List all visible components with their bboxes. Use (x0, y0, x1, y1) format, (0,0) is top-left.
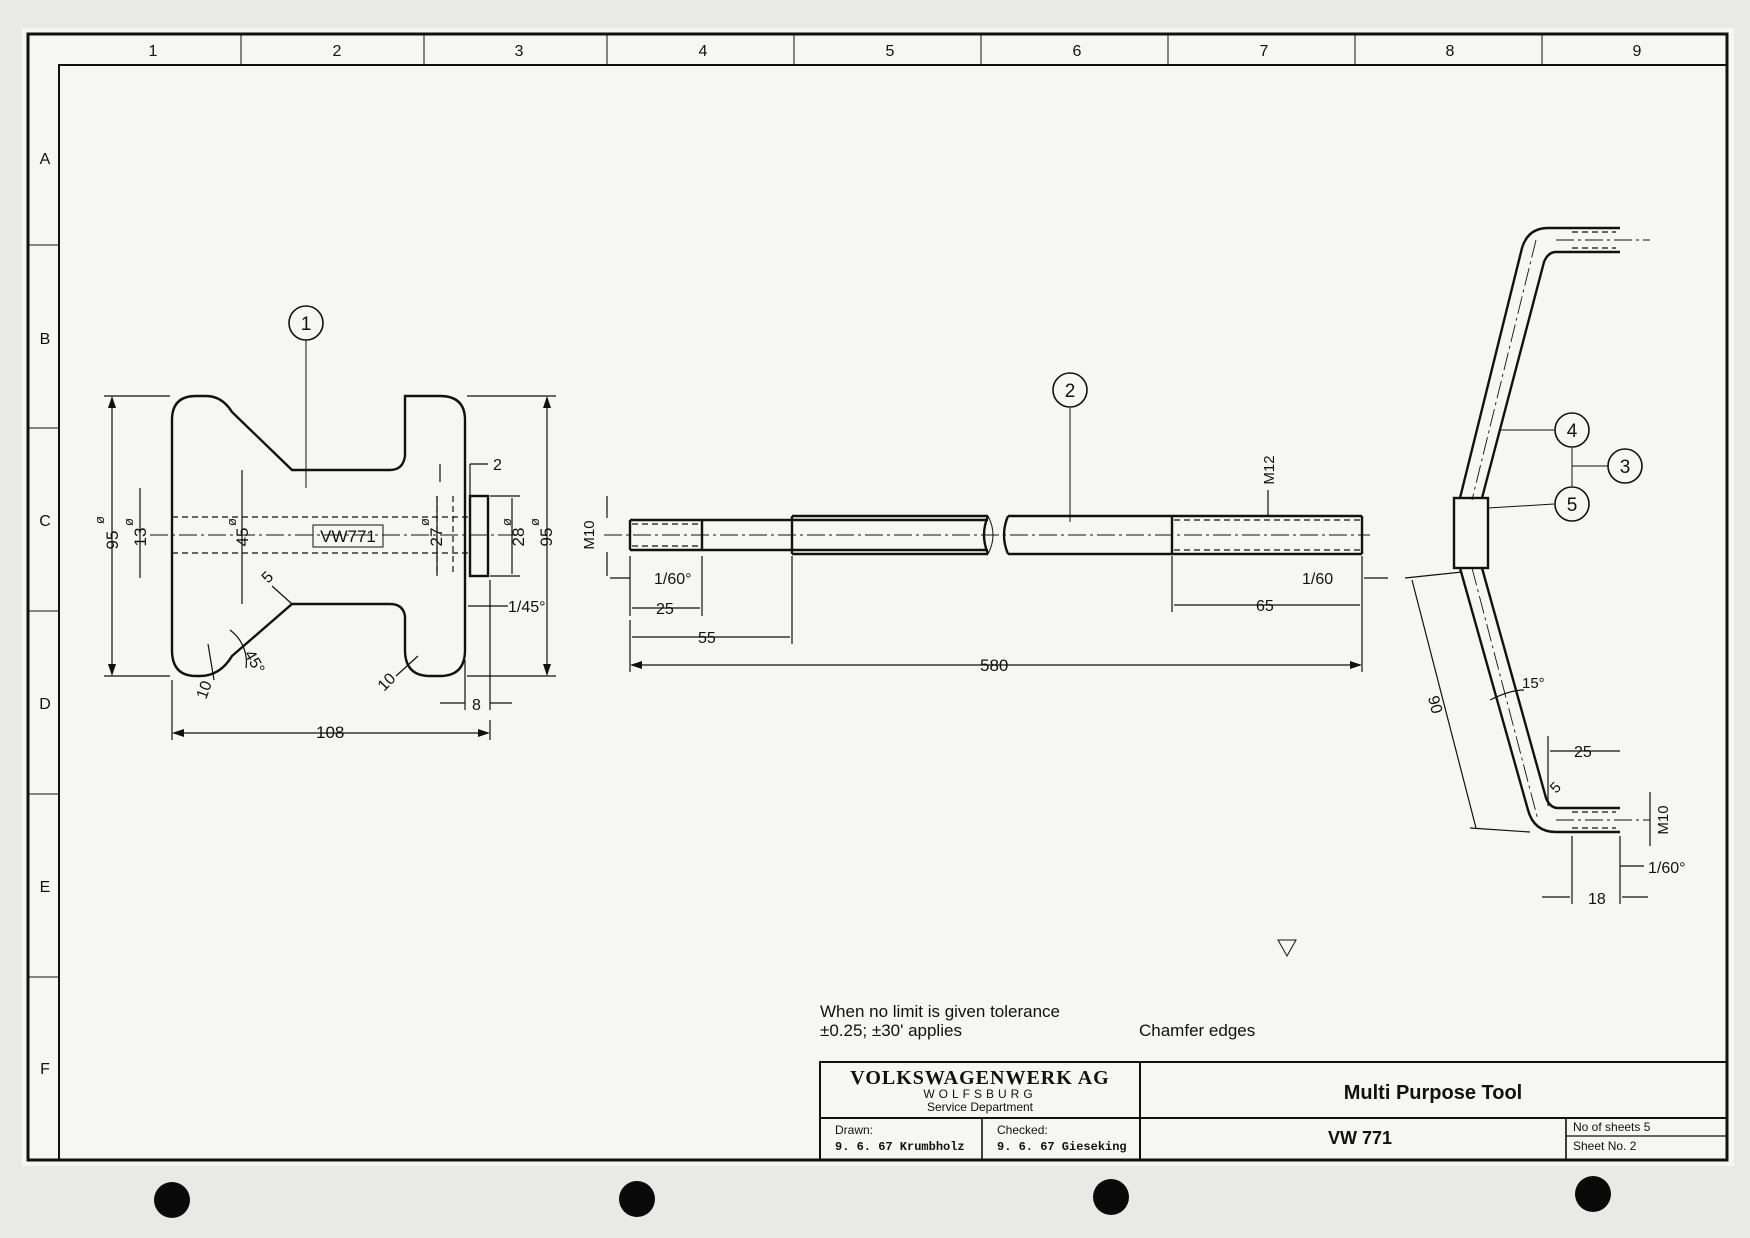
balloon-5: 5 (1554, 486, 1590, 522)
svg-text:2: 2 (1065, 381, 1076, 402)
surface-finish-symbol (1277, 939, 1297, 958)
part-2-threaded-rod: M10 M12 1/60° 25 55 580 65 1/60 (581, 408, 1388, 675)
dim-2: 2 (493, 457, 502, 474)
dim-27: 27 (427, 528, 446, 547)
balloon-3: 3 (1607, 448, 1643, 484)
punch-holes (154, 1176, 1611, 1218)
column-label: 6 (1073, 43, 1082, 60)
tolerance-note-line-1: When no limit is given tolerance (820, 1002, 1060, 1021)
dim-chamfer-right: 1/60 (1302, 571, 1333, 588)
column-ruler (240, 34, 1543, 65)
dim-55: 55 (698, 630, 716, 647)
dim-angle-15: 15° (1522, 675, 1545, 692)
dim-580: 580 (980, 656, 1008, 675)
svg-text:1: 1 (301, 314, 312, 335)
row-label: B (40, 331, 51, 348)
column-label: 1 (149, 43, 158, 60)
row-label: C (39, 513, 51, 530)
dim-25-bent: 25 (1574, 744, 1592, 761)
diameter-symbol: ø (527, 518, 542, 526)
punch-hole (619, 1181, 655, 1217)
svg-text:3: 3 (1620, 457, 1631, 478)
dim-95-right: 95 (537, 528, 556, 547)
row-ruler (28, 244, 59, 978)
number-of-sheets: No of sheets 5 (1573, 1120, 1651, 1134)
balloon-1: 1 (288, 305, 324, 341)
chamfer-note: Chamfer edges (1139, 1021, 1255, 1040)
dim-65: 65 (1256, 598, 1274, 615)
dim-chamfer-bent: 1/60° (1648, 860, 1686, 877)
dim-95-left: 95 (103, 531, 122, 550)
title-block: VOLKSWAGENWERK AG WOLFSBURG Service Depa… (819, 1061, 1728, 1161)
diameter-symbol: ø (121, 518, 136, 526)
column-label: 7 (1260, 43, 1269, 60)
part-3-bent-rod: 90 15° 25 5 M10 1/60° 18 (1404, 226, 1686, 908)
balloon-4: 4 (1554, 412, 1590, 448)
dim-28: 28 (509, 528, 528, 547)
punch-hole (154, 1182, 190, 1218)
dim-8: 8 (472, 697, 481, 714)
column-label: 8 (1446, 43, 1455, 60)
company-department: Service Department (927, 1100, 1034, 1114)
checked-value: 9. 6. 67 Gieseking (997, 1140, 1127, 1154)
checked-label: Checked: (997, 1123, 1048, 1137)
drawn-value: 9. 6. 67 Krumbholz (835, 1140, 965, 1154)
column-label: 3 (515, 43, 524, 60)
part-label-box (312, 524, 384, 548)
drawing-title: Multi Purpose Tool (1344, 1082, 1523, 1104)
dim-45: 45 (233, 528, 252, 547)
dim-18: 18 (1588, 891, 1606, 908)
dim-90: 90 (1424, 694, 1445, 716)
part-label: VW771 (320, 527, 376, 546)
column-label: 2 (333, 43, 342, 60)
row-label: E (40, 879, 51, 896)
dim-thread-m10-bent: M10 (1655, 805, 1672, 834)
dim-chamfer-1-45: 1/45° (508, 599, 546, 616)
drawing-number: VW 771 (1328, 1128, 1392, 1148)
row-label: A (40, 151, 51, 168)
dim-25: 25 (656, 601, 674, 618)
company-city: WOLFSBURG (923, 1087, 1036, 1101)
diameter-symbol: ø (92, 516, 107, 524)
dim-chamfer-left: 1/60° (654, 571, 692, 588)
row-label: D (39, 696, 51, 713)
sheet-number: Sheet No. 2 (1573, 1139, 1637, 1153)
column-label: 9 (1633, 43, 1642, 60)
punch-hole (1093, 1179, 1129, 1215)
balloon-2: 2 (1052, 372, 1088, 408)
row-label: F (40, 1061, 50, 1078)
tolerance-note-line-2: ±0.25; ±30' applies (820, 1021, 962, 1040)
column-label: 5 (886, 43, 895, 60)
dim-108: 108 (316, 723, 344, 742)
dim-13: 13 (131, 528, 150, 547)
svg-text:5: 5 (1567, 495, 1578, 516)
diameter-symbol: ø (417, 518, 432, 526)
dim-radius-10-left: 10 (194, 679, 216, 702)
drawn-label: Drawn: (835, 1123, 873, 1137)
diameter-symbol: ø (224, 518, 239, 526)
dim-thread-m12: M12 (1261, 455, 1278, 484)
punch-hole (1575, 1176, 1611, 1212)
svg-text:4: 4 (1567, 421, 1578, 442)
column-label: 4 (699, 43, 708, 60)
diameter-symbol: ø (499, 518, 514, 526)
dim-thread-m10: M10 (581, 520, 598, 549)
company-name: VOLKSWAGENWERK AG (850, 1067, 1109, 1089)
